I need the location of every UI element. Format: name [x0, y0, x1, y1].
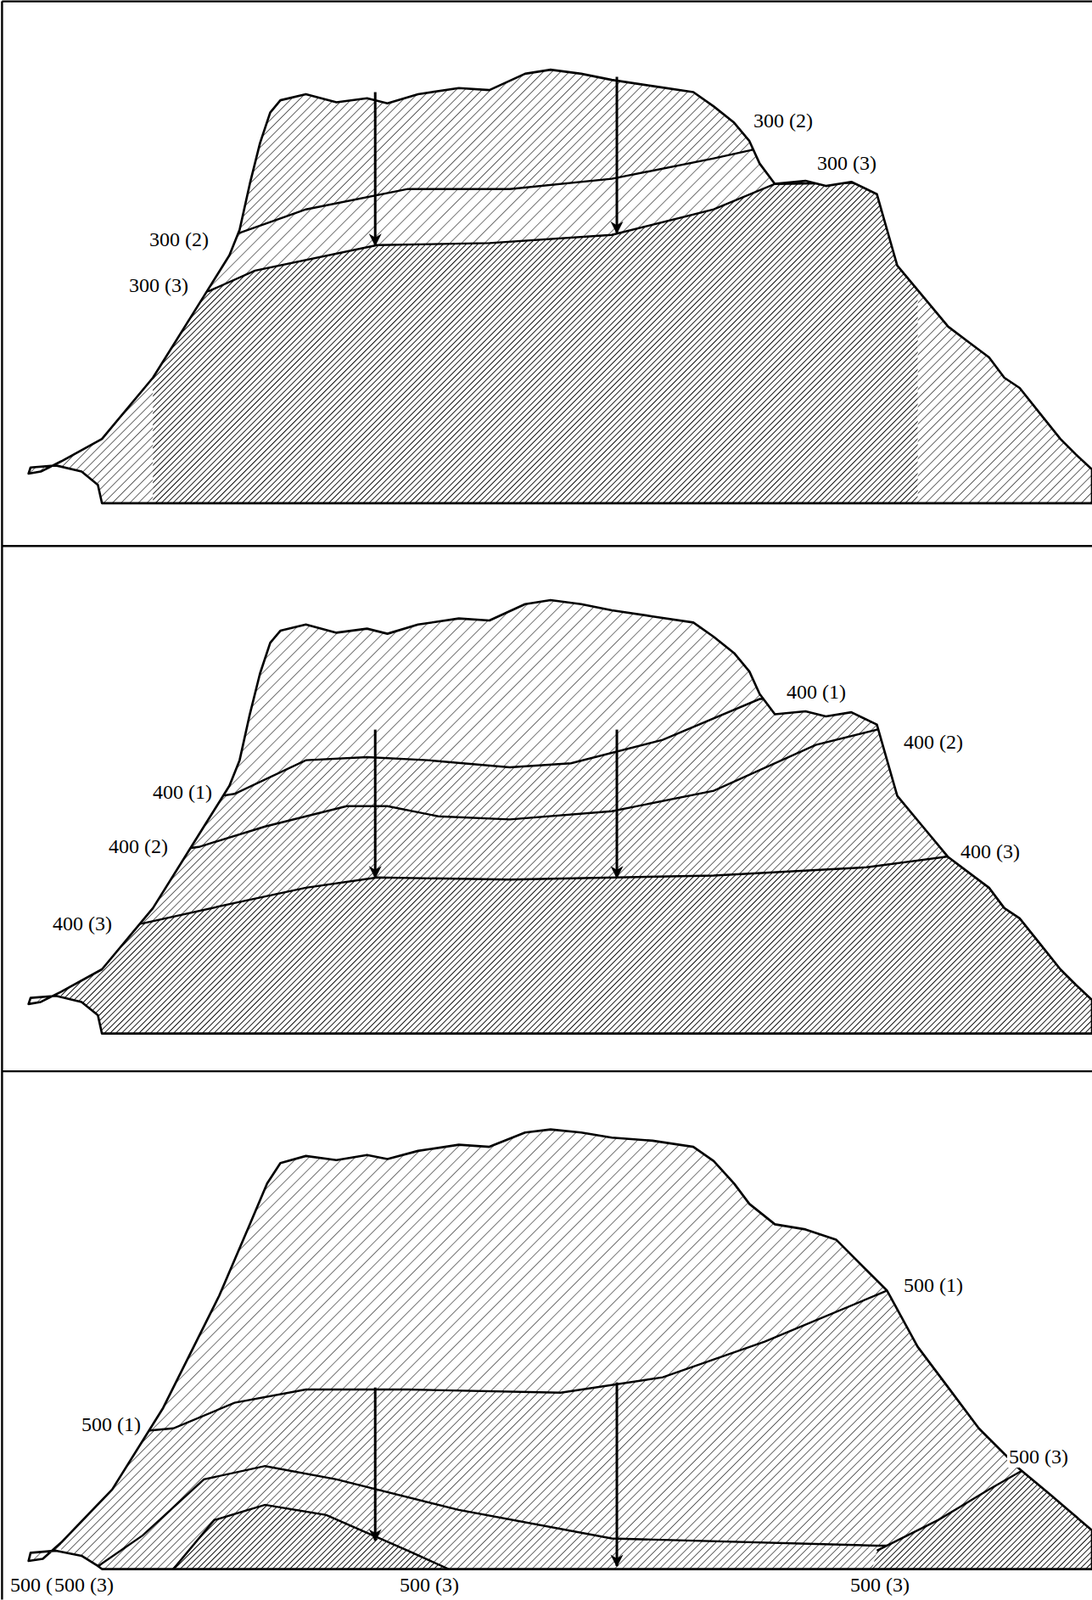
layer-label: 500 (1)	[79, 1412, 143, 1435]
layer-label: 400 (3)	[50, 912, 114, 935]
glacier-section	[28, 69, 1092, 534]
panel-border	[0, 1, 3, 1600]
layer-label: 500 (3)	[52, 1573, 116, 1596]
glacier-outline	[28, 599, 1092, 1034]
panel-border	[1, 544, 1092, 547]
ice-layer	[152, 181, 918, 534]
layer-label: 500 (1)	[901, 1273, 965, 1296]
layer-boundary	[61, 1285, 1020, 1439]
layer-label: 500 (3)	[397, 1573, 461, 1596]
layer-label: 300 (2)	[751, 109, 815, 132]
layer-label: 500 (3)	[848, 1573, 912, 1596]
glacier-section	[28, 599, 1092, 1064]
panel-border	[1, 0, 1092, 2]
glacier-outline	[28, 69, 1092, 504]
flow-arrow	[616, 729, 619, 878]
panel-border	[1, 1069, 1092, 1072]
layer-label: 300 (3)	[127, 274, 191, 297]
layer-label: 500 (3)	[1007, 1444, 1070, 1468]
layer-label: 400 (3)	[958, 840, 1022, 863]
layer-label: 300 (2)	[147, 228, 211, 251]
flow-arrow	[616, 77, 619, 234]
layer-label: 400 (1)	[151, 780, 214, 803]
layer-label: 300 (3)	[815, 151, 879, 174]
glacier-outline	[28, 1129, 1092, 1569]
layer-boundary	[122, 724, 1020, 857]
layer-boundary	[173, 1504, 448, 1569]
flow-arrow	[374, 1387, 377, 1540]
glacier-section	[28, 1129, 1092, 1600]
flow-arrow	[616, 1382, 619, 1566]
layer-label: 400 (1)	[784, 680, 848, 703]
layer-label: 400 (2)	[106, 834, 170, 857]
ice-layer	[152, 143, 918, 534]
flow-arrow	[374, 729, 377, 878]
layer-boundary	[61, 852, 1092, 934]
layer-boundary	[152, 181, 918, 302]
flow-arrow	[374, 92, 377, 246]
layer-label: 400 (2)	[901, 730, 965, 753]
